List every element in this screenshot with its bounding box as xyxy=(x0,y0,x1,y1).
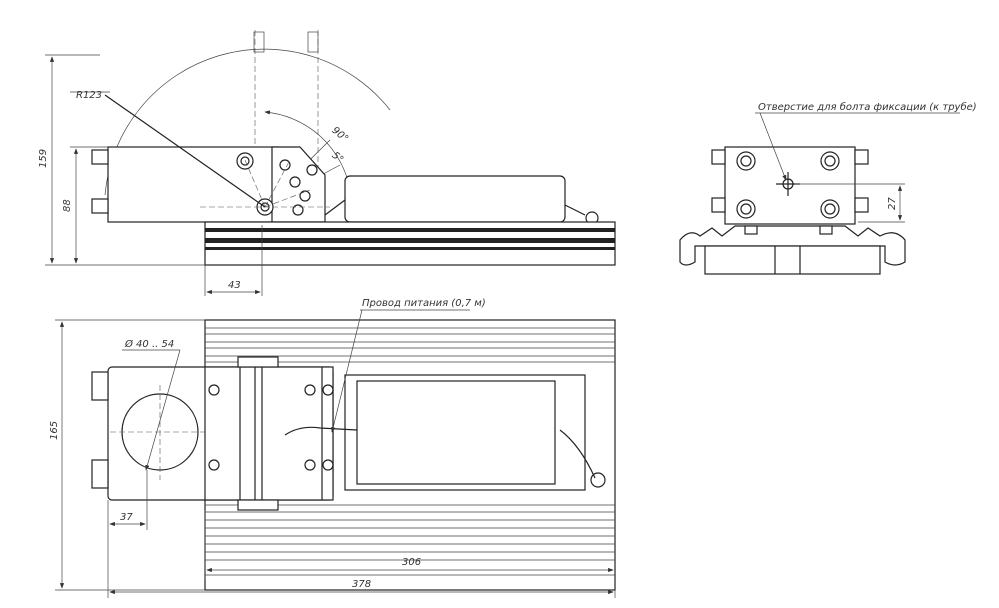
dim-37: 37 xyxy=(120,512,133,523)
pipe-diameter: Ø 40 .. 54 xyxy=(124,338,174,350)
driver-box xyxy=(344,175,566,223)
angle-90-label: 90° xyxy=(329,125,350,145)
side-view: R123 90° 5° 159 88 43 xyxy=(38,30,616,296)
front-view: Отверстие для болта фиксации (к трубе) 2… xyxy=(679,101,977,275)
bolts xyxy=(91,149,109,214)
dim-27: 27 xyxy=(887,197,898,210)
dim-378: 378 xyxy=(352,579,371,590)
dim-306: 306 xyxy=(402,557,421,568)
angle-5-label: 5° xyxy=(329,150,345,166)
power-cable xyxy=(284,426,596,479)
rotation-arc xyxy=(104,48,391,196)
radius-leader xyxy=(104,94,266,208)
dim-159: 159 xyxy=(38,149,49,168)
dim-165: 165 xyxy=(49,421,60,440)
hole-note: Отверстие для болта фиксации (к трубе) xyxy=(758,101,977,113)
top-view: Провод питания (0,7 м) Ø 40 .. 54 165 37… xyxy=(49,298,616,598)
cable-note: Провод питания (0,7 м) xyxy=(362,298,486,309)
driver-top xyxy=(344,374,586,491)
radius-label: R123 xyxy=(76,90,102,101)
dim-88: 88 xyxy=(62,199,73,212)
dim-43: 43 xyxy=(228,280,241,291)
